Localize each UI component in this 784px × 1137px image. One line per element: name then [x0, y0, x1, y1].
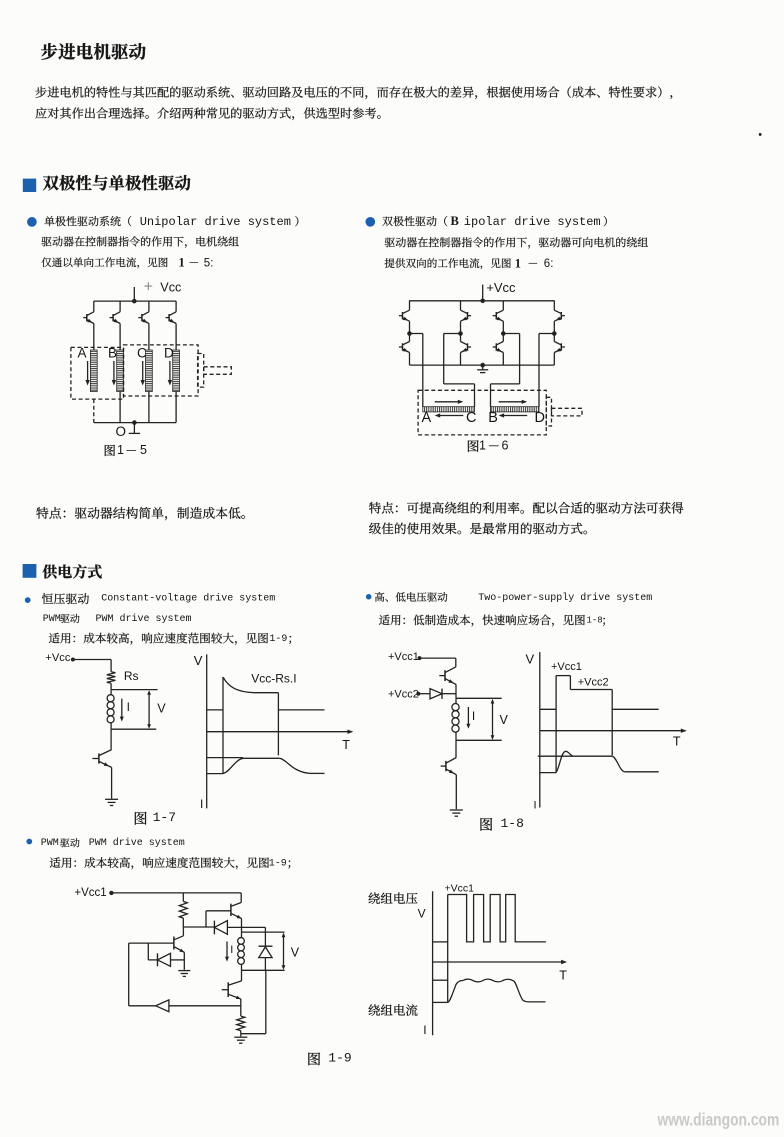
svg-text:ipolar drive system: ipolar drive system — [464, 215, 601, 229]
svg-text:Vcc-Rs.I: Vcc-Rs.I — [251, 671, 296, 685]
svg-text:I: I — [127, 700, 130, 714]
svg-text:6: 6 — [502, 438, 509, 452]
svg-text:V: V — [194, 653, 203, 668]
svg-text:V: V — [291, 945, 300, 959]
svg-text:I: I — [200, 797, 203, 811]
svg-text:V: V — [157, 702, 166, 716]
svg-text:T: T — [673, 734, 681, 748]
svg-text:+Vcc2: +Vcc2 — [388, 689, 419, 701]
svg-text:1-8: 1-8 — [587, 615, 603, 625]
svg-text:Vcc: Vcc — [160, 280, 181, 294]
svg-text:T: T — [342, 738, 350, 752]
svg-text:1: 1 — [515, 256, 521, 270]
svg-text:1-9: 1-9 — [328, 1051, 351, 1066]
svg-text:A: A — [422, 410, 432, 426]
svg-text:1-9: 1-9 — [269, 859, 287, 870]
svg-text:+: + — [144, 278, 153, 295]
svg-text:C: C — [466, 410, 476, 426]
svg-text:Unipolar drive system: Unipolar drive system — [140, 215, 291, 229]
svg-text:B: B — [108, 346, 117, 361]
svg-text:Constant-voltage drive system: Constant-voltage drive system — [101, 592, 275, 604]
svg-text:V: V — [500, 713, 509, 727]
svg-text:6:: 6: — [544, 258, 554, 270]
svg-text:+Vcc: +Vcc — [45, 652, 71, 664]
svg-text:B: B — [488, 410, 498, 426]
svg-text:+Vcc1: +Vcc1 — [551, 661, 582, 673]
svg-text:www.diangon.com: www.diangon.com — [657, 1110, 780, 1130]
svg-text:+Vcc: +Vcc — [486, 280, 516, 295]
svg-text:B: B — [451, 214, 459, 228]
svg-text:+Vcc1: +Vcc1 — [445, 883, 475, 895]
svg-text:+Vcc1: +Vcc1 — [74, 887, 106, 899]
svg-text:I: I — [423, 1023, 426, 1037]
svg-text:I: I — [472, 709, 475, 723]
svg-text:PWM drive system: PWM drive system — [96, 613, 192, 625]
svg-text:1: 1 — [179, 256, 185, 270]
svg-text:1: 1 — [117, 443, 124, 457]
svg-text:D: D — [535, 410, 545, 426]
svg-text:1-7: 1-7 — [153, 810, 176, 825]
svg-text:A: A — [78, 346, 87, 361]
svg-text:1-9: 1-9 — [269, 634, 287, 645]
svg-text:PWM drive system: PWM drive system — [89, 837, 185, 849]
svg-text:C: C — [137, 346, 147, 361]
svg-text:+Vcc1: +Vcc1 — [388, 651, 419, 663]
svg-text:I: I — [230, 944, 233, 956]
svg-text:+Vcc2: +Vcc2 — [578, 677, 609, 689]
svg-text:Two-power-supply drive system: Two-power-supply drive system — [478, 592, 652, 604]
svg-text:PWM: PWM — [41, 838, 59, 849]
svg-text:1: 1 — [479, 438, 486, 452]
svg-text:I: I — [534, 800, 537, 812]
svg-text:5:: 5: — [204, 258, 214, 270]
svg-text:PWM: PWM — [43, 614, 61, 625]
svg-text:Rs: Rs — [124, 669, 139, 683]
svg-text:V: V — [526, 651, 535, 666]
svg-text:O: O — [116, 424, 127, 439]
svg-text:5: 5 — [140, 443, 147, 457]
svg-text:D: D — [164, 346, 174, 361]
svg-text:1-8: 1-8 — [501, 816, 524, 831]
svg-text:V: V — [418, 907, 426, 921]
svg-text:T: T — [559, 968, 567, 982]
